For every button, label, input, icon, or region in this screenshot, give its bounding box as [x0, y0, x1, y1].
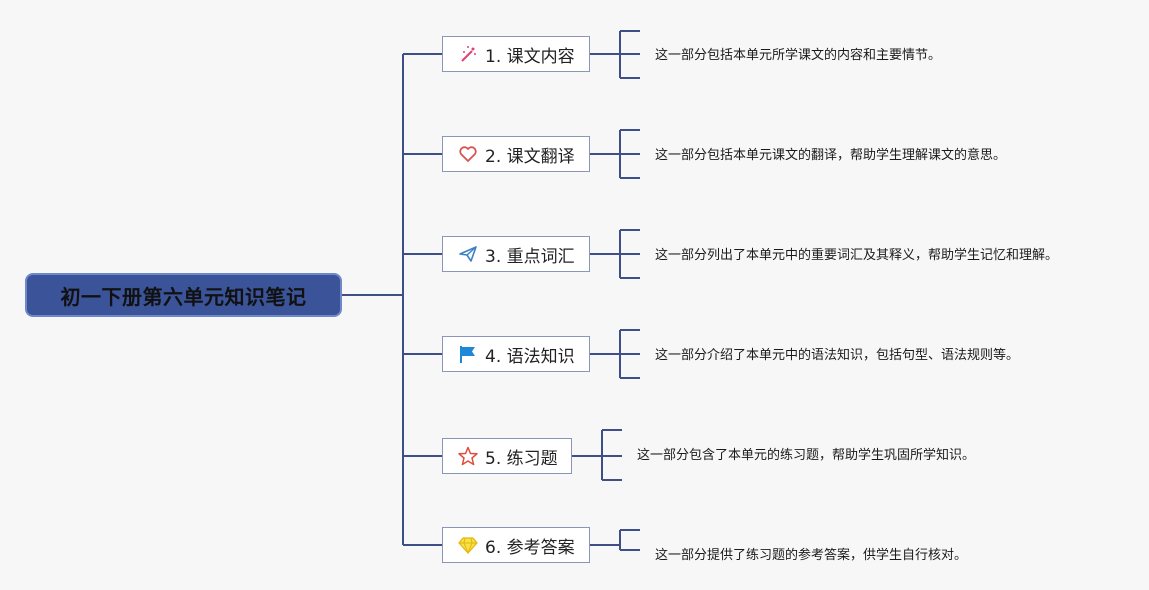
branch-2-label: 2. 课文翻译 [485, 146, 575, 167]
root-topic[interactable]: 初一下册第六单元知识笔记 [25, 273, 342, 317]
heart-icon [457, 143, 479, 165]
branch-6-label: 6. 参考答案 [485, 537, 575, 558]
branch-3-label: 3. 重点词汇 [485, 246, 575, 267]
branch-3-topic[interactable]: 3. 重点词汇 [442, 236, 590, 272]
branch-4-description: 这一部分介绍了本单元中的语法知识，包括句型、语法规则等。 [655, 348, 1020, 363]
branch-6-topic[interactable]: 6. 参考答案 [442, 527, 590, 563]
branch-5-label: 5. 练习题 [485, 448, 558, 469]
branch-4-topic[interactable]: 4. 语法知识 [442, 336, 590, 372]
diamond-icon [457, 534, 479, 556]
branch-1-label: 1. 课文内容 [485, 46, 575, 67]
paper-plane-icon [457, 243, 479, 265]
branch-1-description: 这一部分包括本单元所学课文的内容和主要情节。 [655, 48, 942, 63]
branch-2-description: 这一部分包括本单元课文的翻译，帮助学生理解课文的意思。 [655, 148, 1007, 163]
branch-5-description: 这一部分包含了本单元的练习题，帮助学生巩固所学知识。 [637, 448, 976, 463]
branch-1-topic[interactable]: 1. 课文内容 [442, 36, 590, 72]
branch-2-topic[interactable]: 2. 课文翻译 [442, 136, 590, 172]
flag-icon [457, 343, 479, 365]
branch-3-description: 这一部分列出了本单元中的重要词汇及其释义，帮助学生记忆和理解。 [655, 248, 1059, 263]
branch-5-topic[interactable]: 5. 练习题 [442, 438, 572, 474]
branch-6-description: 这一部分提供了练习题的参考答案，供学生自行核对。 [655, 548, 968, 563]
branch-4-label: 4. 语法知识 [485, 346, 575, 367]
magic-wand-icon [457, 43, 479, 65]
star-icon [457, 445, 479, 467]
